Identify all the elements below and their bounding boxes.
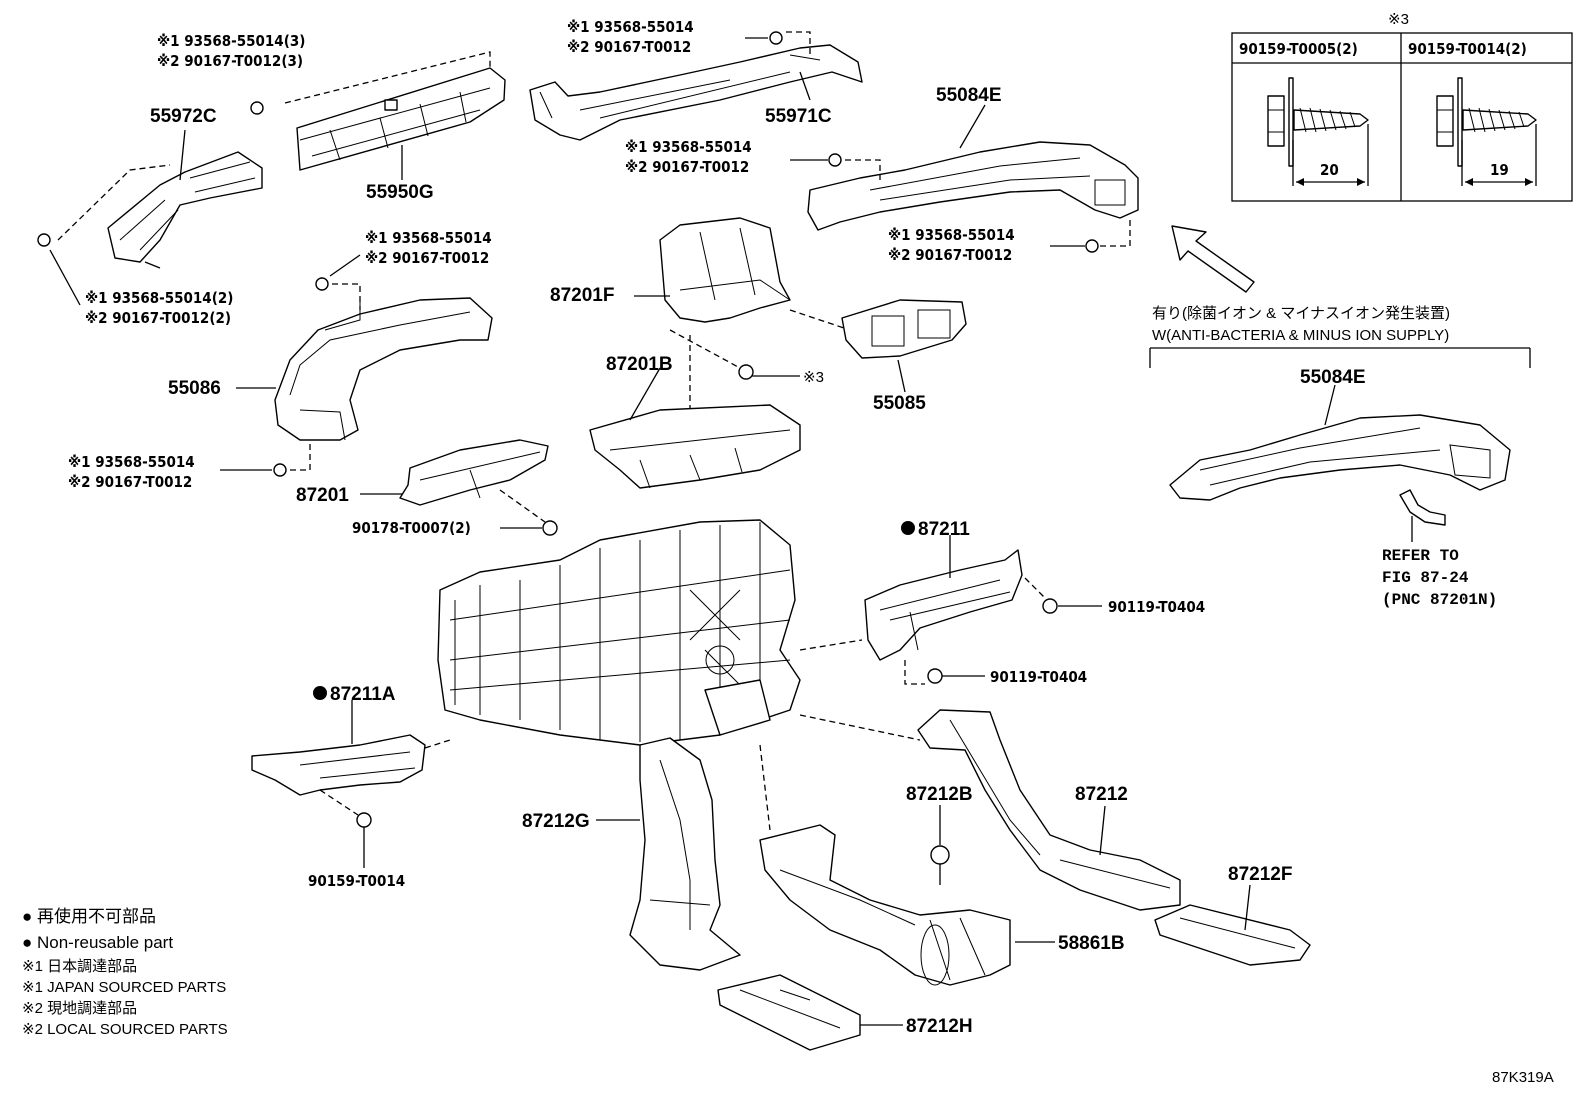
duct-55084E-top (807, 141, 1139, 231)
legend-item: ● 再使用不可部品 (22, 906, 156, 926)
duct-87211 (864, 549, 1023, 661)
tapping-screw-19-icon: 19 (1436, 77, 1537, 186)
fastener-label: ※1 93568-55014(3) (157, 32, 305, 50)
bolt-icon (1042, 598, 1058, 614)
part-label: 87212 (1075, 784, 1128, 805)
duct-55085 (841, 299, 967, 359)
part-label: 55950G (366, 182, 434, 203)
part-label: 87201 (296, 485, 349, 506)
part-label: 87211 (918, 519, 970, 540)
bolt-label: 90119-T0404 (990, 668, 1087, 686)
clip-icon (1085, 239, 1099, 253)
part-label: 87201B (606, 354, 673, 375)
duct-87201F (659, 217, 791, 323)
non-reusable-dot-icon (901, 521, 915, 535)
fastener-label: ※2 90167-T0012 (625, 158, 749, 176)
part-label: 55086 (168, 378, 221, 399)
part-label: 55972C (150, 106, 217, 127)
legend-item: ● Non-reusable part (22, 933, 173, 952)
refer-note: (PNC 87201N) (1382, 591, 1497, 609)
part-label: 87212H (906, 1016, 973, 1037)
bolt-icon (542, 520, 558, 536)
clip-icon (769, 31, 783, 45)
part-label: 87212G (522, 811, 590, 832)
sensor-icon (1399, 489, 1446, 526)
duct-58861B-assembly (759, 824, 1011, 986)
duct-87212G (629, 737, 741, 971)
refer-note: REFER TO (1382, 547, 1459, 565)
part-label: 87211A (330, 684, 396, 705)
part-label: 55084E (936, 85, 1002, 106)
part-label: 55971C (765, 106, 832, 127)
bolt-label: 90119-T0404 (1108, 598, 1205, 616)
part-label: 55084E (1300, 367, 1366, 388)
diagram-code: 87K319A (1492, 1069, 1554, 1086)
part-label: 87201F (550, 285, 614, 306)
duct-87212 (917, 709, 1181, 911)
bolt-label: 90178-T0007(2) (352, 519, 471, 537)
duct-55950G (296, 67, 506, 171)
option-note-en: W(ANTI-BACTERIA & MINUS ION SUPPLY) (1152, 327, 1449, 344)
duct-87201B (589, 404, 801, 489)
duct-87212H (717, 974, 861, 1051)
duct-55084E-option (1169, 414, 1511, 501)
clip-icon (315, 277, 329, 291)
fastener-label: ※2 90167-T0012 (888, 246, 1012, 264)
part-label: 87212B (906, 784, 973, 805)
screw-table-col2: 90159-T0014(2) (1408, 40, 1527, 58)
clip-87212B-icon (930, 845, 950, 885)
fastener-label: ※1 93568-55014(2) (85, 289, 233, 307)
fastener-label: ※1 93568-55014 (365, 229, 492, 247)
bolt-label: 90159-T0014 (308, 872, 405, 890)
tapping-screw-20-icon: 20 (1267, 77, 1369, 186)
legend-item: ※1 JAPAN SOURCED PARTS (22, 979, 226, 996)
fastener-label: ※2 90167-T0012(2) (85, 309, 231, 327)
screw-table-len1: 20 (1320, 161, 1339, 179)
bolt-icon (927, 668, 943, 684)
screw-table-len2: 19 (1490, 161, 1509, 179)
heater-unit (437, 519, 801, 746)
legend-item: ※1 日本調達部品 (22, 958, 137, 975)
screw-table: ※3 90159-T0005(2) 90159-T0014(2) 20 (1231, 11, 1573, 202)
fastener-label: ※1 93568-55014 (888, 226, 1015, 244)
clip-icon (828, 153, 842, 167)
screw-ref-mark: ※3 (803, 369, 824, 386)
clip-icon (250, 101, 264, 115)
non-reusable-dot-icon (313, 686, 327, 700)
duct-87211A (251, 734, 426, 796)
screw-table-col1: 90159-T0005(2) (1239, 40, 1358, 58)
clip-icon (738, 364, 754, 380)
duct-55086 (274, 297, 493, 441)
duct-87201 (399, 439, 549, 506)
fastener-label: ※2 90167-T0012(3) (157, 52, 303, 70)
clip-icon (273, 463, 287, 477)
fastener-label: ※1 93568-55014 (567, 18, 694, 36)
direction-arrow-icon (1171, 225, 1255, 293)
bolt-icon (356, 812, 372, 828)
part-label: 55085 (873, 393, 926, 414)
legend-item: ※2 LOCAL SOURCED PARTS (22, 1021, 228, 1038)
fastener-label: ※2 90167-T0012 (68, 473, 192, 491)
part-label: 87212F (1228, 864, 1292, 885)
fastener-label: ※1 93568-55014 (68, 453, 195, 471)
refer-note: FIG 87-24 (1382, 569, 1469, 587)
option-note-jp: 有り(除菌イオン & マイナスイオン発生装置) (1152, 305, 1450, 322)
part-label: 58861B (1058, 933, 1125, 954)
screw-table-mark: ※3 (1388, 11, 1409, 28)
legend-item: ※2 現地調達部品 (22, 1000, 137, 1017)
fastener-label: ※2 90167-T0012 (567, 38, 691, 56)
duct-55971C (529, 44, 863, 141)
fastener-label: ※2 90167-T0012 (365, 249, 489, 267)
clip-icon (37, 233, 51, 247)
fastener-label: ※1 93568-55014 (625, 138, 752, 156)
duct-87212F (1154, 904, 1311, 966)
